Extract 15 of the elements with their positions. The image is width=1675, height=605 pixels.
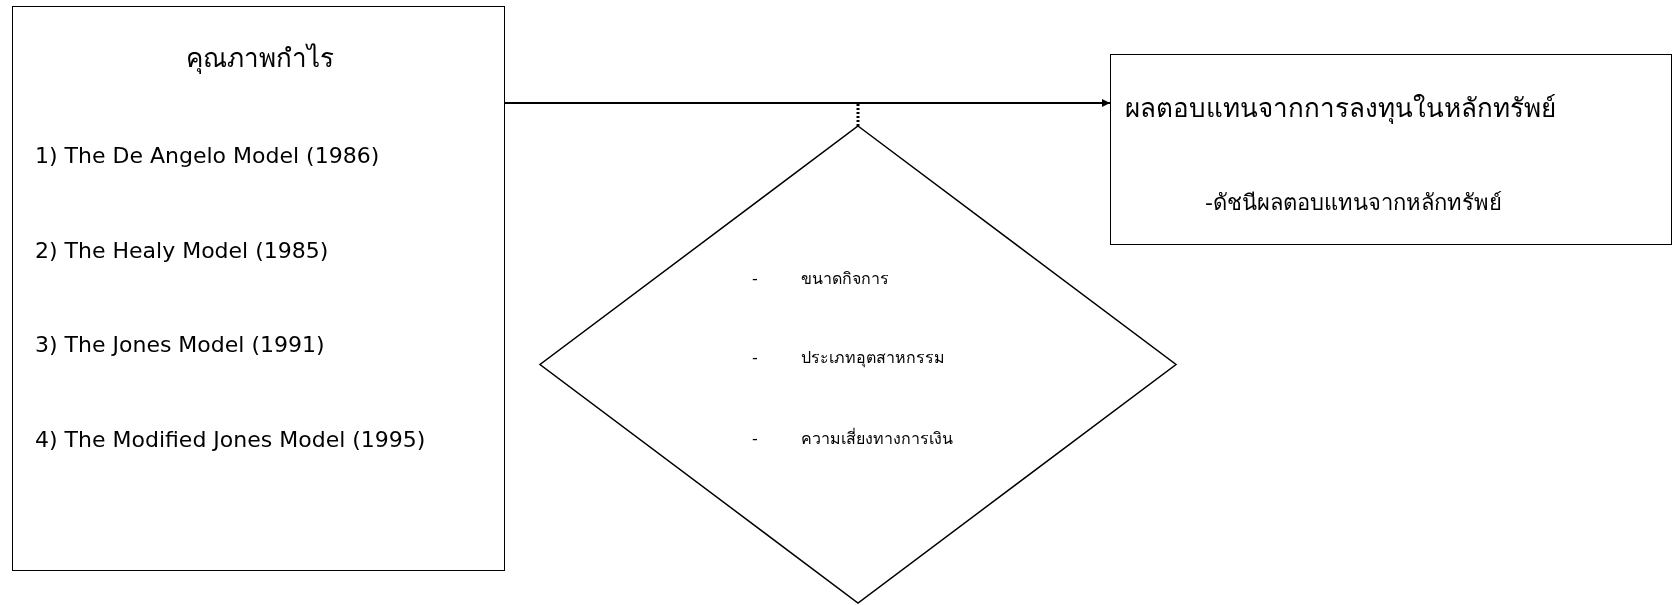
- process-box: [12, 6, 505, 571]
- list-item: 4) The Modified Jones Model (1995): [35, 427, 426, 452]
- list-item: - ขนาดกิจการ: [752, 268, 889, 290]
- box-heading: คุณภาพกำไร: [184, 42, 335, 76]
- arrow: [504, 99, 1111, 107]
- list-item: - ความเสี่ยงทางการเงิน: [752, 427, 953, 450]
- list-item: 1) The De Angelo Model (1986): [35, 143, 380, 168]
- list-item: 2) The Healy Model (1985): [35, 238, 329, 263]
- box-text: -ดัชนีผลตอบแทนจากหลักทรัพย์: [1205, 189, 1502, 217]
- dotted-line: [856, 103, 860, 126]
- decision-diamond: [540, 126, 1176, 603]
- list-item: - ประเภทอุตสาหกรรม: [752, 347, 945, 370]
- process-box: [1110, 54, 1672, 245]
- list-item: 3) The Jones Model (1991): [35, 332, 325, 357]
- box-heading: ผลตอบแทนจากการลงทุนในหลักทรัพย์: [1125, 92, 1556, 126]
